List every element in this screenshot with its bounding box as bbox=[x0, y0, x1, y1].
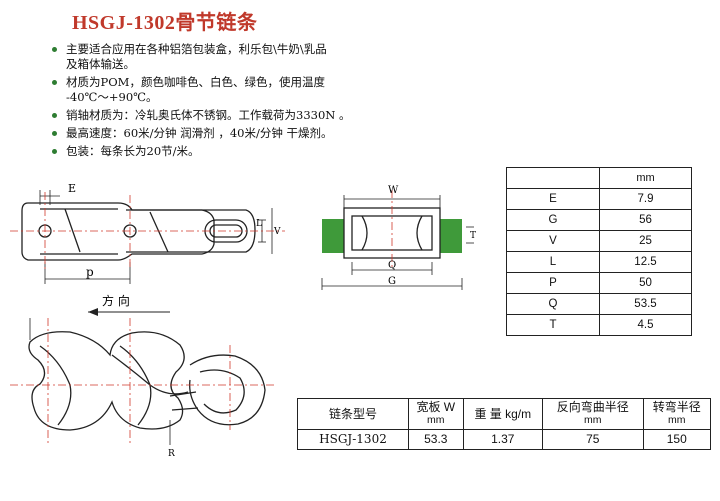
direction-label: 方 向 bbox=[102, 293, 130, 308]
top-view-centerline bbox=[10, 318, 275, 445]
label-g: G bbox=[388, 276, 396, 287]
table-row: mm bbox=[506, 167, 692, 189]
feature-item: 销轴材质为：冷轧奥氏体不锈钢。工作载荷为3330N 。 bbox=[50, 108, 430, 123]
front-view-drawing bbox=[321, 190, 474, 290]
label-v: V bbox=[273, 227, 281, 237]
page-title: HSGJ-1302骨节链条 bbox=[72, 12, 258, 34]
table-row: HSGJ-1302 53.3 1.37 75 150 bbox=[297, 429, 712, 450]
unit-header: mm bbox=[599, 167, 692, 189]
feature-item: 材质为POM，颜色咖啡色、白色、绿色，使用温度-40℃～+90℃。 bbox=[50, 75, 430, 105]
feature-list: 主要适合应用在各种铝箔包装盒，利乐包\牛奶\乳品及箱体输送。 材质为POM，颜色… bbox=[50, 42, 430, 162]
side-view-drawing bbox=[21, 190, 273, 284]
header-model: 链条型号 bbox=[297, 398, 409, 430]
side-view-centerline bbox=[10, 192, 285, 270]
direction-arrow bbox=[88, 308, 170, 316]
label-q: Q bbox=[388, 260, 396, 271]
label-l: L bbox=[256, 219, 262, 229]
label-t: T bbox=[470, 231, 476, 241]
feature-item: 主要适合应用在各种铝箔包装盒，利乐包\牛奶\乳品及箱体输送。 bbox=[50, 42, 430, 72]
feature-item: 最高速度：60米/分钟 润滑剂 ，40米/分钟 干燥剂。 bbox=[50, 126, 430, 141]
label-p: p bbox=[86, 265, 94, 279]
label-r: R bbox=[168, 449, 175, 459]
label-e: E bbox=[68, 182, 76, 195]
feature-item: 包装：每条长为20节/米。 bbox=[50, 144, 430, 159]
header-weight: 重 量 kg/m bbox=[462, 398, 544, 430]
label-w: W bbox=[388, 185, 399, 196]
